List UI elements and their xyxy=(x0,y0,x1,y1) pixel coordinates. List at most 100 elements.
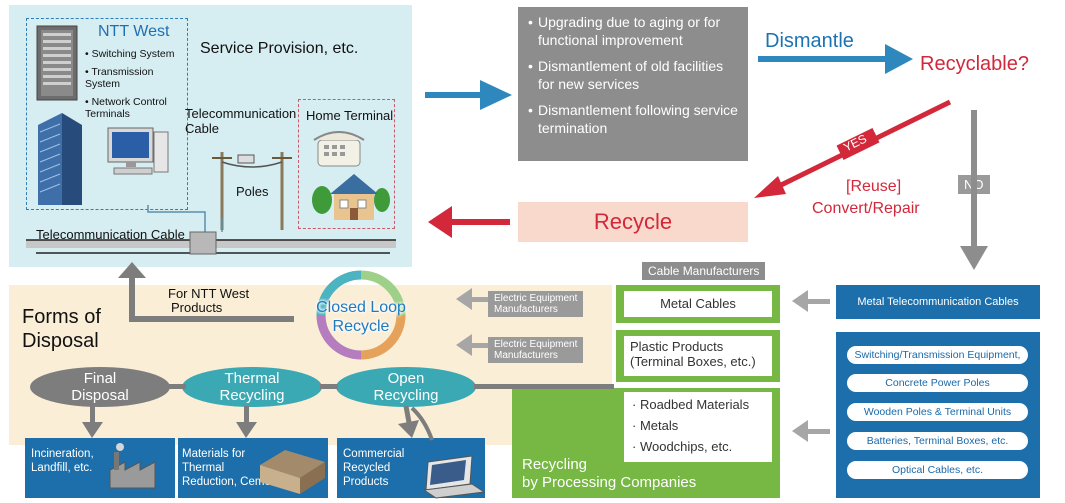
elec2-line2: Manufacturers xyxy=(494,350,558,361)
elec-manufacturers-tag-1: Electric Equipment Manufacturers xyxy=(488,291,584,317)
laptop-icon xyxy=(422,455,486,499)
cable-manufacturers-tag: Cable Manufacturers xyxy=(642,262,766,280)
service-title: Service Provision, etc. xyxy=(200,40,359,57)
computer-icon xyxy=(107,127,169,175)
equipment-item: Optical Cables, etc. xyxy=(847,461,1028,479)
arrow-equipment-to-processing xyxy=(792,420,830,442)
disposal-title: Forms of Disposal xyxy=(22,305,101,353)
elec2-line1: Electric Equipment xyxy=(494,339,578,350)
incineration-line1: Incineration, xyxy=(31,448,94,460)
roadbed-item: · Metals xyxy=(632,418,679,433)
server-rack-icon xyxy=(36,25,78,101)
thermal-line1: Thermal xyxy=(224,370,280,387)
arrow-to-reasons xyxy=(425,80,512,110)
ntt-item-switching: • Switching System xyxy=(85,48,175,60)
closed-loop-label: Closed Loop Recycle xyxy=(303,298,419,336)
materials-line1: Materials for xyxy=(182,448,246,460)
metal-cables-box: Metal Cables xyxy=(616,285,780,323)
arrows-down-to-outputs xyxy=(82,405,419,438)
reason-item: Dismantlement following service terminat… xyxy=(528,101,738,137)
closed-loop-line2: Recycle xyxy=(332,318,390,335)
commercial-line1: Commercial xyxy=(343,448,405,460)
telecom-cable-bottom-label: Telecommunication Cable xyxy=(36,227,185,242)
for-ntt-products: For NTT West Products xyxy=(168,287,249,315)
disposal-title-line2: Disposal xyxy=(22,330,99,352)
roadbed-item: · Woodchips, etc. xyxy=(632,439,733,454)
commercial-line3: Products xyxy=(343,476,389,488)
elec1-line1: Electric Equipment xyxy=(494,293,578,304)
warehouse-icon xyxy=(260,450,325,494)
roadbed-item: · Roadbed Materials xyxy=(632,397,750,412)
telephone-icon xyxy=(313,131,365,167)
ntt-west-title: NTT West xyxy=(98,23,170,40)
equipment-item: Concrete Power Poles xyxy=(847,374,1028,392)
metal-telecom-box: Metal Telecommunication Cables xyxy=(836,285,1040,319)
home-terminal-label: Home Terminal xyxy=(306,108,394,123)
ntt-item-transmission: • Transmission System xyxy=(85,66,154,90)
reason-list: Upgrading due to aging or for functional… xyxy=(518,7,748,151)
recyclable-question: Recyclable? xyxy=(920,53,1029,75)
arrow-yes xyxy=(754,99,952,198)
ntt-item-network-label: Network Control Terminals xyxy=(85,96,167,120)
final-line1: Final xyxy=(83,370,117,387)
roadbed-item-label: Woodchips, etc. xyxy=(639,439,733,454)
processing-line1: Recycling xyxy=(522,456,588,473)
open-line1: Open xyxy=(387,370,425,387)
plastic-line2: (Terminal Boxes, etc.) xyxy=(630,354,756,369)
ntt-item-transmission-label: Transmission System xyxy=(85,66,154,90)
arrow-dismantle xyxy=(758,44,913,74)
office-building-icon xyxy=(38,113,82,205)
processing-line2: by Processing Companies xyxy=(522,474,697,491)
arrow-cables-to-manufacturer xyxy=(456,288,488,310)
materials-line2: Thermal xyxy=(182,462,225,474)
closed-loop-line1: Closed Loop xyxy=(316,299,406,316)
arrow-recycle xyxy=(428,206,510,238)
open-line2: Recycling xyxy=(373,387,439,404)
plastic-line1: Plastic Products xyxy=(630,339,724,354)
home-terminal-box xyxy=(298,99,395,229)
final-disposal-ellipse: Final Disposal xyxy=(30,367,170,407)
poles-label: Poles xyxy=(236,184,269,199)
incineration-line2: Landfill, etc. xyxy=(31,462,93,474)
plastic-products-box: Plastic Products (Terminal Boxes, etc.) xyxy=(616,330,780,382)
processing-label: Recycling by Processing Companies xyxy=(522,456,696,492)
house-icon xyxy=(312,174,390,220)
reason-item: Upgrading due to aging or for functional… xyxy=(528,13,738,49)
roadbed-item-label: Metals xyxy=(639,418,679,433)
open-recycling-ellipse: Open Recycling xyxy=(336,367,476,407)
ntt-item-switching-label: Switching System xyxy=(91,48,175,60)
final-line2: Disposal xyxy=(71,387,129,404)
factory-icon xyxy=(109,443,156,489)
recycle-label: Recycle xyxy=(593,209,673,234)
metal-cables-label: Metal Cables xyxy=(624,291,772,317)
equipment-item: Batteries, Terminal Boxes, etc. xyxy=(847,432,1028,450)
dismantle-reasons-box: Upgrading due to aging or for functional… xyxy=(518,7,748,161)
convert-repair-label: Convert/Repair xyxy=(812,200,920,217)
arrow-no xyxy=(960,110,988,270)
utility-poles-icon xyxy=(220,152,284,230)
elec-manufacturers-tag-2: Electric Equipment Manufacturers xyxy=(488,337,584,363)
commercial-line2: Recycled xyxy=(343,462,391,474)
dismantle-label: Dismantle xyxy=(765,30,854,52)
metal-telecom-label: Metal Telecommunication Cables xyxy=(857,296,1019,308)
ntt-item-network: • Network Control Terminals xyxy=(85,96,167,120)
arrow-up-to-service xyxy=(118,262,294,322)
ntt-west-box xyxy=(26,18,188,210)
reuse-label: [Reuse] xyxy=(846,178,902,195)
arrow-metal-to-cables xyxy=(792,290,830,312)
processing-box: · Roadbed Materials · Metals · Woodchips… xyxy=(512,388,780,498)
disposal-title-line1: Forms of xyxy=(22,306,101,328)
thermal-recycling-ellipse: Thermal Recycling xyxy=(182,367,322,407)
elec1-line2: Manufacturers xyxy=(494,304,558,315)
telecom-cable-top-label: Telecommunication Cable xyxy=(185,106,297,136)
arrow-plastic-to-manufacturer xyxy=(456,334,488,356)
thermal-line2: Recycling xyxy=(219,387,285,404)
equipment-item: Wooden Poles & Terminal Units xyxy=(847,403,1028,421)
recycle-box: Recycle xyxy=(518,202,748,242)
reason-item: Dismantlement of old facilities for new … xyxy=(528,57,738,93)
roadbed-item-label: Roadbed Materials xyxy=(639,397,750,412)
